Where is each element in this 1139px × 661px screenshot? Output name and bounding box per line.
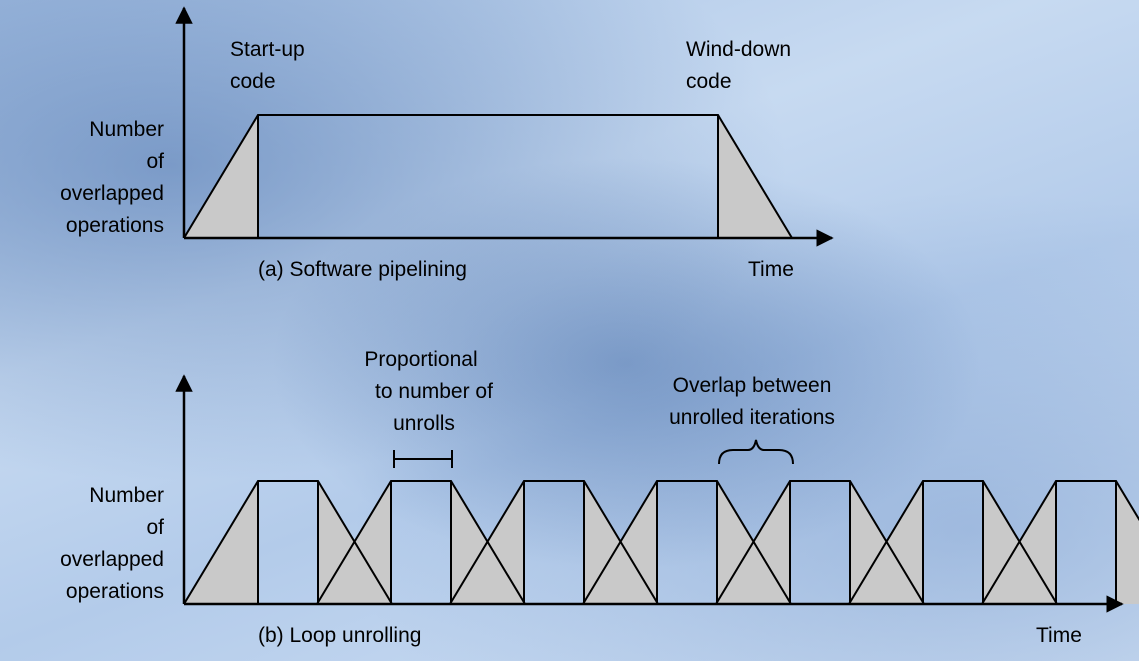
winddown-label-line-2: code [686,70,732,93]
bottom-ylabel-line-1: Number [89,484,164,507]
proportional-label-line-2: to number of [375,380,493,403]
proportional-label-line-3: unrolls [393,412,455,435]
top-ylabel-line-4: operations [66,214,164,237]
overlap-label-line-1: Overlap between [673,374,832,397]
iteration-7-outline [981,480,1139,605]
top-ylabel-line-1: Number [89,118,164,141]
startup-label-line-2: code [230,70,276,93]
bottom-ylabel-line-3: overlapped [60,548,164,571]
bottom-time-label: Time [1036,624,1082,647]
overlap-label-line-2: unrolled iterations [669,406,835,429]
proportional-label-line-1: Proportional [364,348,477,371]
bottom-ylabel-line-4: operations [66,580,164,603]
top-caption: (a) Software pipelining [258,258,467,281]
bottom-caption: (b) Loop unrolling [258,624,421,647]
software-pipelining-panel: Number of overlapped operations Start-up… [60,6,834,281]
iteration-7-ramp-down-shade [1116,481,1139,604]
top-ylabel-line-3: overlapped [60,182,164,205]
bottom-ylabel-line-2: of [146,516,164,539]
overlap-curly-brace [718,439,794,465]
loop-unrolling-panel: Number of overlapped operations Proporti… [60,348,1139,647]
top-ylabel-line-2: of [146,150,164,173]
pipeline-profile-line [183,114,793,239]
winddown-label-line-1: Wind-down [686,38,791,61]
unrolled-iterations [183,480,1139,605]
startup-label-line-1: Start-up [230,38,305,61]
unroll-width-bracket [393,450,453,468]
top-time-label: Time [748,258,794,281]
